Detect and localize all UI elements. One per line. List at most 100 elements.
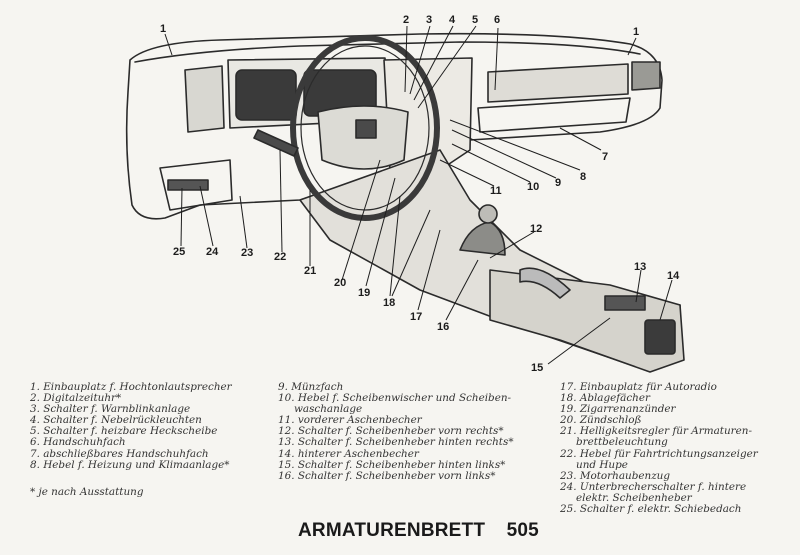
legend-item-text: Schalter f. Scheibenheber vorn links*: [297, 469, 496, 482]
legend-item: 17. Einbauplatz für Autoradio: [560, 381, 795, 393]
gauge-left: [235, 69, 297, 121]
switch-panel-left: [167, 179, 209, 191]
left-vent: [184, 65, 225, 133]
legend-item-text: Helligkeitsregler für Armaturen-: [579, 425, 752, 438]
callout-12: 12: [530, 223, 542, 235]
legend-item-text: vorderer Aschenbecher: [297, 414, 422, 427]
legend-item-text: Einbauplatz für Autoradio: [579, 381, 717, 393]
callout-1b: 1: [633, 26, 639, 38]
legend-item-text: Schalter f. Scheibenheber hinten rechts*: [297, 436, 514, 449]
legend-item: 16. Schalter f. Scheibenheber vorn links…: [278, 469, 548, 482]
callout-16: 16: [437, 321, 449, 333]
legend-item: 3. Schalter f. Warnblinkanlage: [30, 404, 270, 415]
handbrake: [519, 267, 571, 299]
legend-item-number: 6.: [30, 436, 44, 449]
legend-item-number: 20.: [560, 414, 580, 427]
legend-item-number: 23.: [560, 469, 580, 482]
legend-item-text: Hebel f. Heizung und Klimaanlage*: [43, 458, 230, 471]
legend-item-number: 13.: [278, 436, 298, 449]
legend-item: 19. Zigarrenanzünder: [560, 404, 795, 415]
callout-15: 15: [531, 362, 543, 374]
glovebox-upper: [487, 63, 629, 103]
legend-item: 12. Schalter f. Scheibenheber vorn recht…: [278, 426, 548, 437]
legend-item-number: 9.: [278, 381, 292, 393]
page-number: 505: [506, 520, 539, 541]
callout-20: 20: [334, 277, 346, 289]
callout-19: 19: [358, 287, 370, 299]
dashboard-illustration: 1 1 2 3 4 5 6 7 8 9 10 11 12 13 14 15 16…: [125, 14, 685, 374]
legend-item-continuation: elektr. Scheibenheber: [576, 491, 692, 504]
steering-wheel-inner: [300, 45, 430, 211]
legend-item-text: Hebel für Fahrtrichtungsanzeiger: [579, 447, 758, 460]
legend-item-number: 14.: [278, 447, 298, 460]
callout-6: 6: [494, 14, 500, 26]
page-title: ARMATURENBRETT: [298, 520, 486, 541]
callout-13: 13: [634, 261, 646, 273]
gear-knob: [478, 204, 498, 224]
callout-11: 11: [490, 185, 502, 197]
legend-item-text: Münzfach: [291, 381, 344, 393]
dashboard-outline: [125, 32, 663, 220]
right-vent: [631, 61, 661, 91]
legend-item-text: Motorhaubenzug: [579, 469, 671, 482]
legend-item-number: 15.: [278, 458, 298, 471]
callout-2: 2: [403, 14, 409, 26]
legend-item-number: 4.: [30, 414, 44, 427]
legend-item: 1. Einbauplatz f. Hochtonlautsprecher: [30, 381, 270, 393]
legend-item-number: 3.: [30, 403, 44, 416]
callout-4: 4: [449, 14, 456, 26]
legend-item-number: 7.: [30, 447, 44, 460]
legend-item: 24. Unterbrecherschalter f. hintere: [560, 480, 795, 493]
legend-item-text: Hebel f. Scheibenwischer und Scheiben-: [297, 392, 512, 405]
callout-24: 24: [206, 246, 219, 258]
legend-item-number: 25.: [560, 503, 580, 516]
legend-item: 21. Helligkeitsregler für Armaturen-: [560, 426, 795, 437]
legend-item-text: Handschuhfach: [43, 436, 126, 449]
legend-item-continuation: und Hupe: [576, 458, 628, 471]
legend-item-number: 24.: [560, 480, 580, 493]
footnote: * je nach Ausstattung: [30, 486, 144, 498]
legend-item: 11. vorderer Aschenbecher: [278, 415, 548, 426]
callout-21: 21: [304, 265, 316, 277]
legend-item-number: 19.: [560, 403, 580, 416]
legend-item-number: 8.: [30, 458, 44, 471]
legend-item: 14. hinterer Aschenbecher: [278, 447, 548, 460]
legend-item: 20. Zündschloß: [560, 415, 795, 426]
legend-item: 10. Hebel f. Scheibenwischer und Scheibe…: [278, 393, 548, 404]
legend-item-text: hinterer Aschenbecher: [297, 447, 419, 460]
glovebox-lower: [477, 97, 631, 133]
legend-item-number: 21.: [560, 425, 580, 438]
rear-ashtray: [644, 319, 676, 355]
legend-item-text: Schalter f. Scheibenheber vorn rechts*: [297, 425, 504, 438]
legend-item: 18. Ablagefächer: [560, 393, 795, 404]
legend-item-text: Zündschloß: [579, 414, 642, 427]
steering-wheel: [290, 35, 440, 221]
callout-17: 17: [410, 311, 422, 323]
legend-item-text: Schalter f. Scheibenheber hinten links*: [297, 458, 506, 471]
legend-item: 2. Digitalzeituhr*: [30, 393, 270, 404]
legend-item-text: Schalter f. Warnblinkanlage: [43, 403, 191, 416]
legend-item-text: Einbauplatz f. Hochtonlautsprecher: [43, 381, 232, 393]
legend-item-text: Schalter f. heizbare Heckscheibe: [43, 425, 218, 438]
legend-item-number: 2.: [30, 392, 44, 405]
callout-3: 3: [426, 14, 432, 26]
legend-item-number: 1.: [30, 381, 44, 393]
callout-25: 25: [173, 246, 185, 258]
legend-item: 13. Schalter f. Scheibenheber hinten rec…: [278, 437, 548, 448]
legend-item-text: Schalter f. Nebelrückleuchten: [43, 414, 202, 427]
callout-5: 5: [472, 14, 478, 26]
horn-logo: [355, 119, 377, 139]
turn-signal-stalk: [253, 129, 299, 157]
callout-10: 10: [527, 181, 539, 193]
legend-item: 8. Hebel f. Heizung und Klimaanlage*: [30, 458, 270, 471]
legend-item-text: abschließbares Handschuhfach: [43, 447, 209, 460]
legend-item: 5. Schalter f. heizbare Heckscheibe: [30, 426, 270, 437]
legend-item-number: 22.: [560, 447, 580, 460]
legend-item: 7. abschließbares Handschuhfach: [30, 447, 270, 460]
window-switches-rear: [604, 295, 646, 311]
title-bar: ARMATURENBRETT 505: [298, 520, 539, 542]
legend-item-number: 17.: [560, 381, 580, 393]
legend-item-number: 10.: [278, 392, 298, 405]
